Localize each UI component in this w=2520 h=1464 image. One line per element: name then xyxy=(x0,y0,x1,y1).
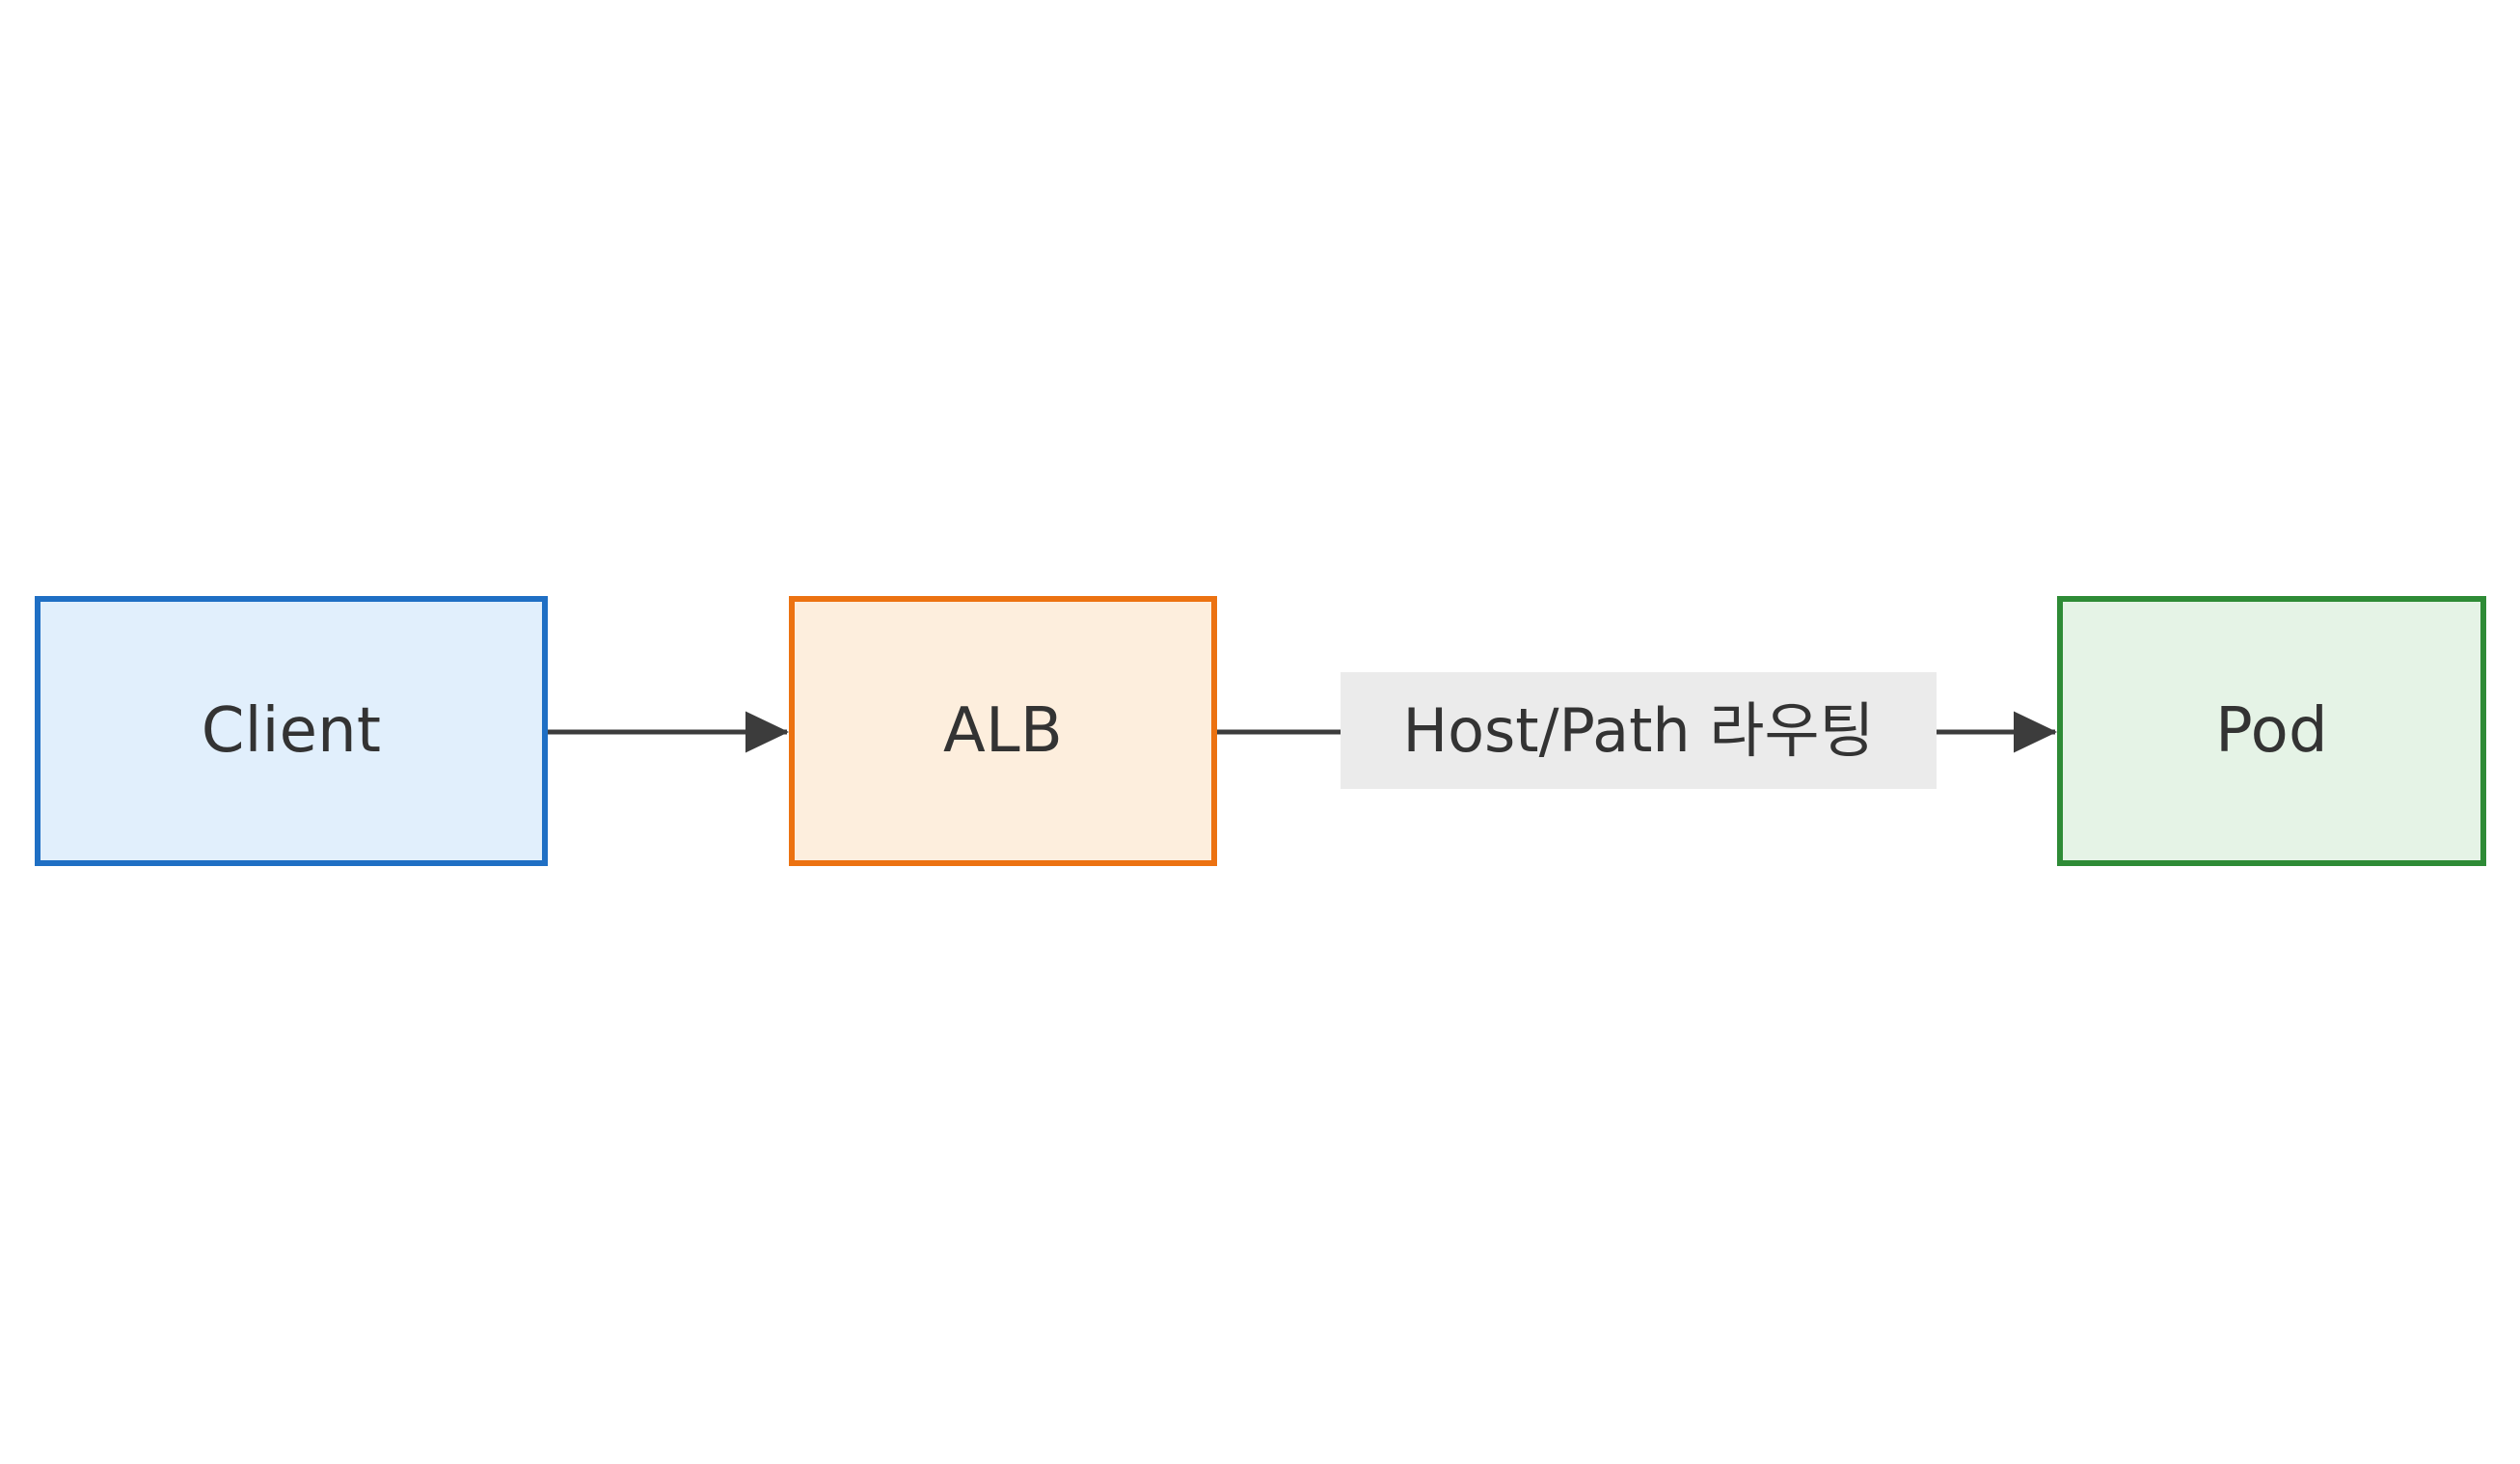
node-pod[interactable]: Pod xyxy=(2057,596,2486,866)
edge-label-host-path-routing: Host/Path 라우팅 xyxy=(1341,672,1937,789)
node-alb-label: ALB xyxy=(943,695,1063,767)
edge-label-text: Host/Path 라우팅 xyxy=(1402,694,1875,766)
node-client-label: Client xyxy=(201,695,382,767)
node-alb[interactable]: ALB xyxy=(789,596,1217,866)
node-pod-label: Pod xyxy=(2215,695,2328,767)
node-client[interactable]: Client xyxy=(35,596,548,866)
